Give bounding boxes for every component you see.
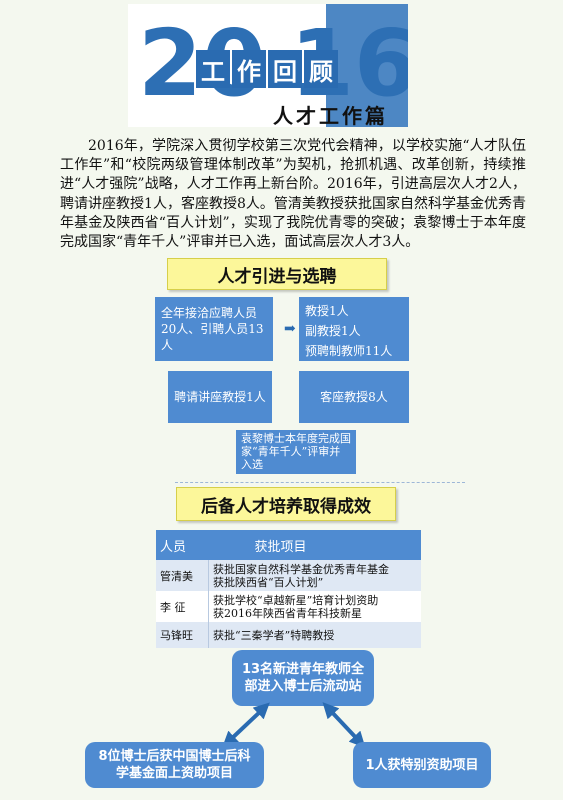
table-cell-projects: 获批国家自然科学基金优秀青年基金 获批陕西省“百人计划” (208, 560, 421, 591)
table-cell-name: 马锋旺 (156, 622, 209, 648)
table-cell-name: 管清美 (156, 560, 209, 591)
table-cell-projects: 获批“三秦学者”特聘教授 (208, 622, 421, 648)
review-char: 顾 (304, 50, 338, 88)
arrow-to-right-box (322, 702, 366, 748)
special-funding-text: 1人获特别资助项目 (365, 757, 479, 773)
table-header-person: 人员 (156, 530, 209, 560)
table-row: 李 征 获批学校“卓越新星”培育计划资助 获2016年陕西省青年科技新星 (156, 591, 421, 622)
postdoc-funding-text: 8位博士后获中国博士后科学基金面上资助项目 (98, 749, 251, 781)
table-header-project: 获批项目 (208, 530, 421, 560)
table-row: 马锋旺 获批“三秦学者”特聘教授 (156, 622, 421, 648)
table-header-row: 人员 获批项目 (156, 530, 421, 560)
table-cell-projects: 获批学校“卓越新星”培育计划资助 获2016年陕西省青年科技新星 (208, 591, 421, 622)
table-row: 管清美 获批国家自然科学基金优秀青年基金 获批陕西省“百人计划” (156, 560, 421, 591)
review-char: 作 (232, 50, 266, 88)
header-band (326, 4, 408, 127)
postdoc-entry-box: 13名新进青年教师全部进入博士后流动站 (232, 650, 374, 706)
project-line: 获批“三秦学者”特聘教授 (213, 628, 335, 642)
section-divider (175, 482, 465, 483)
project-line: 获2016年陕西省青年科技新星 (213, 606, 362, 620)
project-line: 获批学校“卓越新星”培育计划资助 (213, 593, 379, 607)
intro-paragraph: 2016年，学院深入贯彻学校第三次党代会精神，以学校实施“人才队伍工作年”和“校… (60, 138, 526, 251)
hired-line: 预聘制教师11人 (305, 344, 393, 358)
hired-line: 教授1人 (305, 304, 349, 318)
right-arrow-icon: ➡ (284, 321, 296, 337)
postdoc-funding-box: 8位博士后获中国博士后科学基金面上资助项目 (85, 742, 264, 788)
section-title-reserve-talent: 后备人才培养取得成效 (176, 487, 396, 521)
yuanli-text: 袁黎博士本年度完成国家“青年千人”评审并入选 (241, 432, 351, 471)
guest-professor-text: 客座教授8人 (320, 390, 388, 404)
review-char: 工 (196, 50, 230, 88)
review-char: 回 (268, 50, 302, 88)
special-funding-box: 1人获特别资助项目 (353, 742, 491, 788)
lecture-professor-box: 聘请讲座教授1人 (168, 371, 272, 423)
postdoc-entry-text: 13名新进青年教师全部进入博士后流动站 (241, 662, 365, 694)
hired-line: 副教授1人 (305, 324, 361, 338)
page-subtitle: 人才工作篇 (273, 104, 388, 127)
recruit-summary-text: 全年接洽应聘人员20人、引聘人员13人 (161, 306, 264, 352)
hired-breakdown-box: 教授1人 副教授1人 预聘制教师11人 (299, 297, 409, 361)
header-banner: 20 16 工 作 回 顾 人才工作篇 (128, 4, 408, 127)
guest-professor-box: 客座教授8人 (299, 371, 409, 423)
section-title-talent-recruitment: 人才引进与选聘 (167, 258, 387, 290)
yuanli-box: 袁黎博士本年度完成国家“青年千人”评审并入选 (236, 430, 356, 474)
arrow-to-left-box (222, 702, 270, 748)
reserve-talent-table: 人员 获批项目 管清美 获批国家自然科学基金优秀青年基金 获批陕西省“百人计划”… (156, 530, 421, 648)
project-line: 获批国家自然科学基金优秀青年基金 (213, 562, 389, 576)
table-cell-name: 李 征 (156, 591, 209, 622)
review-title: 工 作 回 顾 (196, 50, 338, 88)
recruit-summary-box: 全年接洽应聘人员20人、引聘人员13人 (155, 297, 273, 361)
project-line: 获批陕西省“百人计划” (213, 575, 324, 589)
lecture-professor-text: 聘请讲座教授1人 (174, 390, 266, 404)
